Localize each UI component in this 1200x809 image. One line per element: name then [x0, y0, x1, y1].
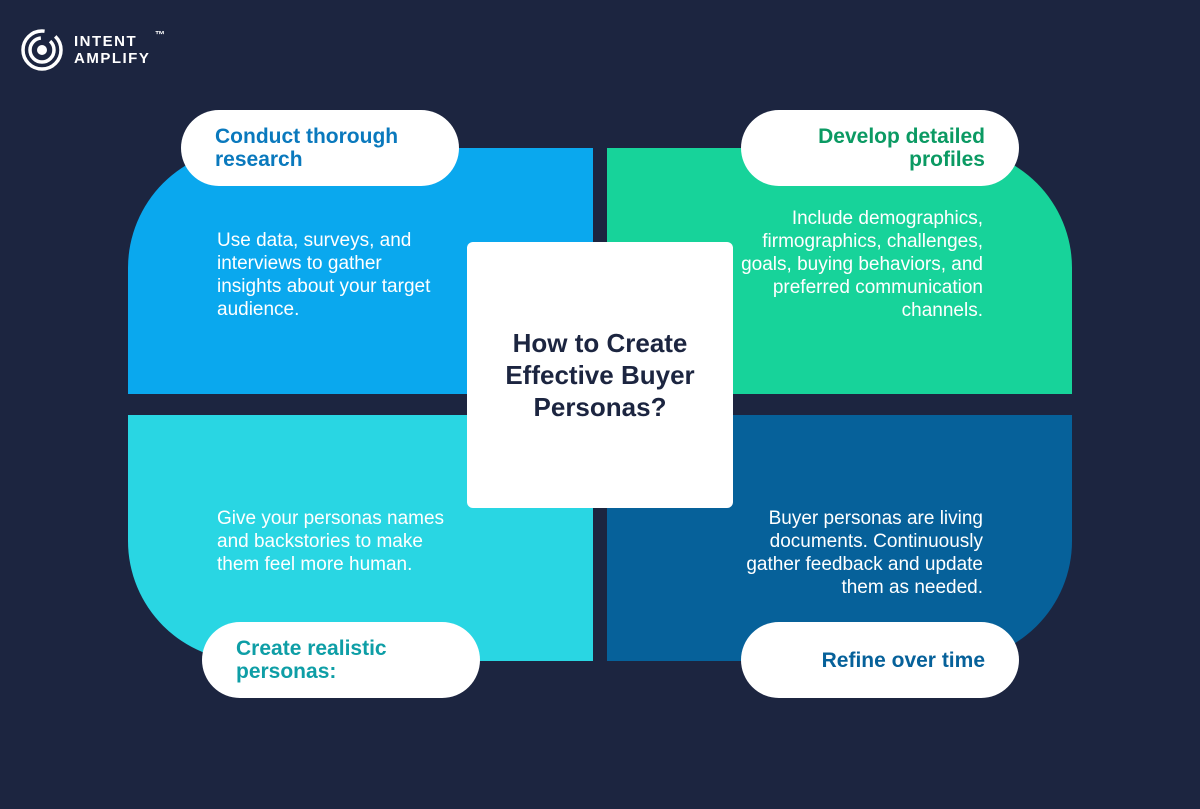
trademark-symbol: ™	[155, 30, 165, 41]
center-title-box: How to Create Effective Buyer Personas?	[467, 242, 733, 508]
step-3-description: Give your personas names and backstories…	[217, 508, 445, 575]
step-2-title-pill: Develop detailed profiles	[741, 110, 1019, 186]
concentric-target-icon	[21, 29, 63, 71]
step-1-title: Conduct thorough research	[215, 125, 399, 171]
center-title: How to Create Effective Buyer Personas?	[505, 328, 695, 422]
brand-name-line2: Amplify	[74, 50, 151, 67]
step-4-title-pill: Refine over time	[741, 622, 1019, 698]
step-3-title: Create realistic personas:	[236, 637, 387, 683]
step-4-title: Refine over time	[821, 648, 985, 672]
step-1-title-pill: Conduct thorough research	[181, 110, 459, 186]
step-4-description: Buyer personas are living documents. Con…	[746, 508, 983, 598]
brand-name-line1: Intent	[74, 33, 138, 50]
step-3-title-pill: Create realistic personas:	[202, 622, 480, 698]
step-2-title: Develop detailed profiles	[818, 125, 985, 171]
step-1-description: Use data, surveys, and interviews to gat…	[217, 230, 431, 320]
step-2-description: Include demographics, firmographics, cha…	[741, 208, 983, 321]
